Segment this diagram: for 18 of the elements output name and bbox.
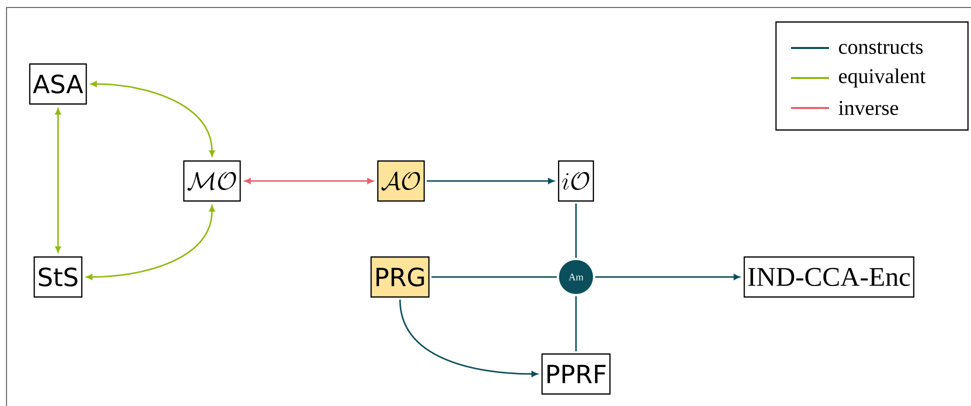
concept-box: ASA [29,63,87,105]
legend-label: constructs [839,42,923,54]
legend-label: equivalent [839,68,926,88]
concept-box: PPRF [541,353,611,395]
concept-box: $\mathcal{MO}$ [183,160,241,202]
arrow [244,178,374,184]
arrow [426,178,554,184]
concept-box: PRG [370,256,430,298]
concept-box: StS [34,256,82,298]
arrow [399,300,538,377]
legend-label: inverse [838,100,898,116]
concept-box: $i\mathcal{O}$ [558,160,594,202]
arrow [55,108,61,252]
arrow [86,206,215,280]
arrow [90,81,215,156]
arrow [595,274,740,280]
concept-box: $\mathcal{AO}$ [377,160,425,202]
concept-box: IND-CCA-Enc [744,256,914,298]
